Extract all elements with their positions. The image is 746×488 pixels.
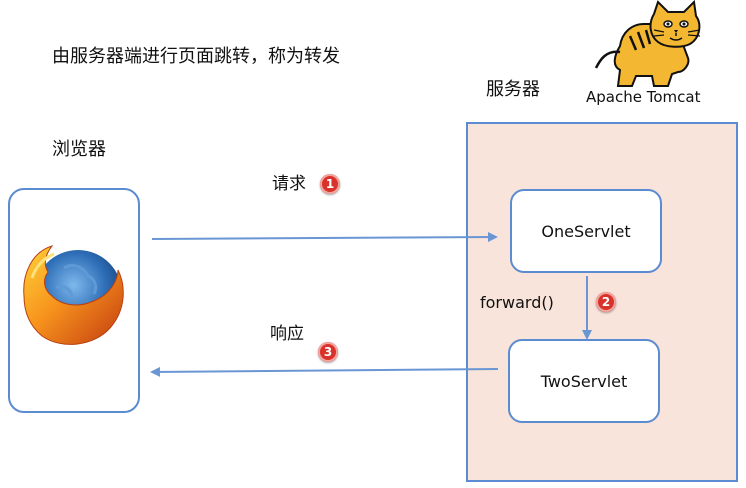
request-arrow [151,232,498,243]
two-servlet-label: TwoServlet [540,371,628,391]
diagram-title: 由服务器端进行页面跳转，称为转发 [52,46,340,67]
step-1-badge: 1 [320,174,340,194]
one-servlet-label: OneServlet [541,221,631,241]
response-label: 响应 [270,324,304,344]
server-label: 服务器 [486,79,540,100]
forward-label: forward() [480,293,554,312]
one-servlet-box: OneServlet [510,189,662,273]
two-servlet-box: TwoServlet [508,339,660,423]
browser-label: 浏览器 [52,139,106,160]
tomcat-logo-text: Apache Tomcat [586,88,701,106]
request-label: 请求 [272,174,306,194]
response-arrow [150,366,499,377]
tomcat-logo-icon [592,0,712,88]
step-3-badge: 3 [318,342,338,362]
firefox-logo-icon [14,238,134,358]
step-2-badge: 2 [596,292,616,312]
